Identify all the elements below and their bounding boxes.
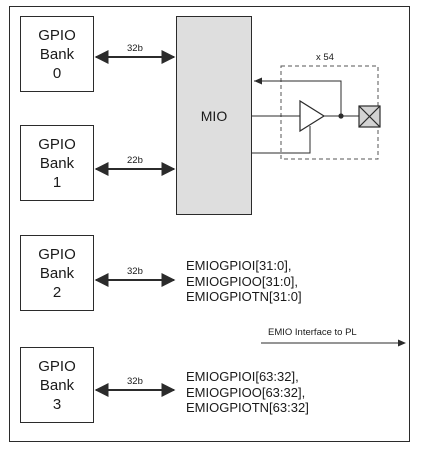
bank2-signal-list: EMIOGPIOI[31:0], EMIOGPIOO[31:0], EMIOGP… xyxy=(186,258,302,305)
bank-2-line1: GPIO xyxy=(38,245,76,263)
enable-wire xyxy=(252,126,311,154)
tristate-buffer-icon xyxy=(299,99,326,133)
bank-0-line2: Bank xyxy=(39,45,75,63)
bus-width-label-bank0: 32b xyxy=(127,43,143,54)
gpio-bank-2: GPIO Bank 2 xyxy=(20,235,94,311)
bank2-signal-input: EMIOGPIOI[31:0], xyxy=(186,258,292,273)
bank3-signal-tristate: EMIOGPIOTN[63:32] xyxy=(186,400,309,415)
bank-0-line3: 0 xyxy=(52,64,62,82)
input-wire xyxy=(254,80,342,116)
io-multiplier-label: x 54 xyxy=(316,52,334,63)
bank-3-line2: Bank xyxy=(39,376,75,394)
gpio-bank-3: GPIO Bank 3 xyxy=(20,347,94,423)
bank-1-line2: Bank xyxy=(39,154,75,172)
diagram-frame xyxy=(9,6,410,442)
bank-1-line1: GPIO xyxy=(38,135,76,153)
bank-2-line2: Bank xyxy=(39,264,75,282)
emio-interface-label: EMIO Interface to PL xyxy=(268,327,357,338)
bank-0-line1: GPIO xyxy=(38,26,76,44)
bank2-signal-tristate: EMIOGPIOTN[31:0] xyxy=(186,289,302,304)
mio-block: MIO xyxy=(176,16,252,215)
bus-width-label-bank2: 32b xyxy=(127,266,143,277)
bank-2-line3: 2 xyxy=(52,283,62,301)
bank-3-line3: 3 xyxy=(52,395,62,413)
bus-width-label-bank1: 22b xyxy=(127,155,143,166)
gpio-bank-1: GPIO Bank 1 xyxy=(20,125,94,201)
bank-3-line1: GPIO xyxy=(38,357,76,375)
bus-width-label-bank3: 32b xyxy=(127,376,143,387)
junction-dot xyxy=(338,113,344,119)
bank3-signal-output: EMIOGPIOO[63:32], xyxy=(186,384,306,400)
bank3-signal-list: EMIOGPIOI[63:32], EMIOGPIOO[63:32], EMIO… xyxy=(186,369,309,416)
bank3-signal-input: EMIOGPIOI[63:32], xyxy=(186,369,299,384)
mio-label: MIO xyxy=(200,107,228,124)
bank2-signal-output: EMIOGPIOO[31:0], xyxy=(186,273,298,289)
bank-1-line3: 1 xyxy=(52,173,62,191)
gpio-bank-0: GPIO Bank 0 xyxy=(20,16,94,92)
